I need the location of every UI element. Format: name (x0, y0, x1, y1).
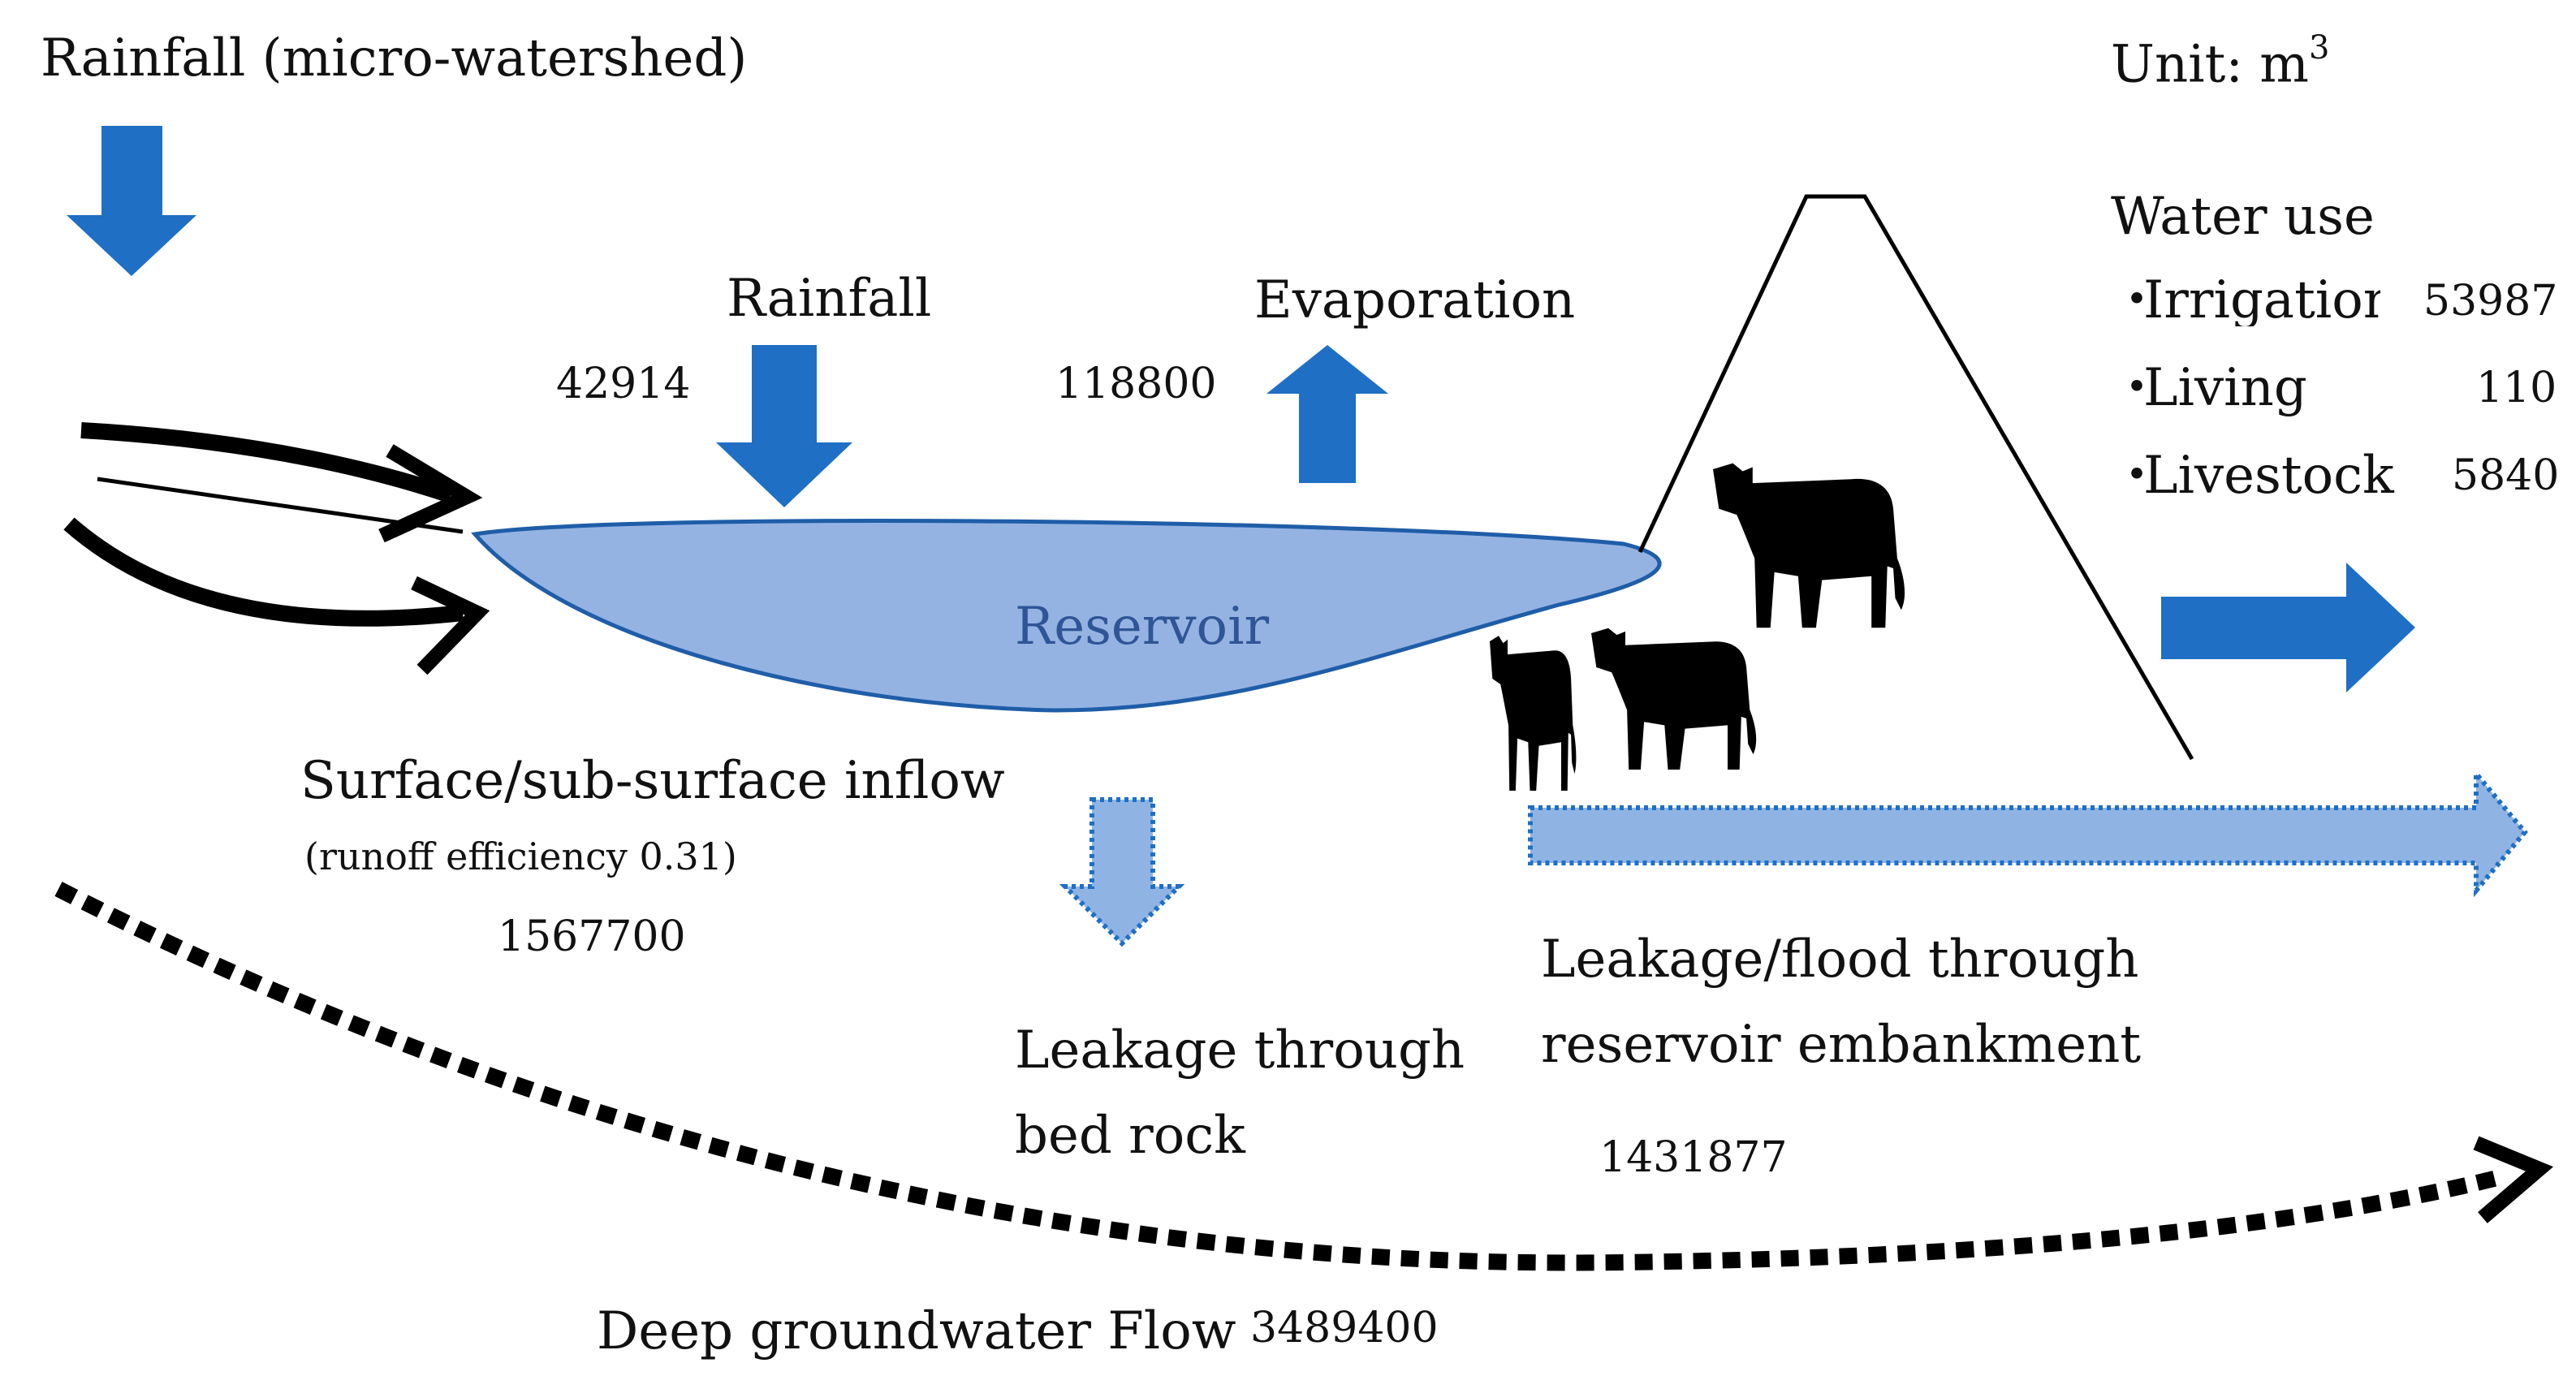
rainfall-label: Rainfall (727, 269, 932, 329)
title: Rainfall (micro-watershed) (41, 28, 748, 88)
water-use-bullet: ・ (2111, 446, 2163, 506)
unit-label: Unit: m3 (2111, 29, 2330, 95)
cow-icon (1591, 628, 1757, 770)
deep-groundwater-label: Deep groundwater Flow (597, 1301, 1236, 1361)
deep-groundwater-value: 3489400 (1250, 1304, 1439, 1352)
bedrock-leakage-label-line2: bed rock (1015, 1106, 1245, 1166)
embankment-shape (1638, 194, 2194, 761)
micro-watershed-rainfall-arrow-icon (67, 126, 196, 276)
inflow-arrows-icon (63, 422, 490, 675)
livestock-value: 5840 (2452, 451, 2560, 500)
inflow-note: (runoff efficiency 0.31) (304, 835, 737, 878)
living-value: 110 (2476, 364, 2557, 412)
evaporation-up-arrow-icon (1266, 345, 1388, 483)
embankment-leakage-arrow-icon (1528, 766, 2528, 898)
embankment-leakage-label-line2: reservoir embankment (1541, 1015, 2142, 1075)
reservoir-label: Reservoir (1015, 597, 1270, 657)
evaporation-value: 118800 (1055, 360, 1217, 408)
water-use-item-irrigation: Irrigation (2143, 274, 2380, 326)
irrigation-value: 53987 (2423, 277, 2558, 326)
bedrock-leakage-arrow-icon (1059, 797, 1185, 947)
deep-groundwater-arrowhead-icon (2473, 1136, 2554, 1223)
water-use-item-living: Living (2143, 358, 2307, 418)
inflow-value: 1567700 (498, 912, 686, 961)
evaporation-label: Evaporation (1254, 270, 1576, 330)
water-use-bullet: ・ (2111, 270, 2163, 330)
rainfall-down-arrow-icon (716, 345, 852, 507)
deep-groundwater-arrow-icon (54, 882, 2503, 1271)
inflow-label: Surface/sub-surface inflow (300, 751, 1005, 811)
bedrock-leakage-label-line1: Leakage through (1015, 1020, 1465, 1081)
cow-icon (1490, 636, 1577, 791)
rainfall-value: 42914 (556, 360, 691, 408)
water-use-right-arrow-icon (2161, 563, 2415, 692)
embankment-leakage-value: 1431877 (1599, 1133, 1788, 1182)
water-use-bullet: ・ (2111, 358, 2163, 418)
cow-icon (1713, 463, 1905, 628)
reservoir-shape (471, 518, 1662, 713)
embankment-leakage-label-line1: Leakage/flood through (1541, 930, 2139, 990)
water-use-item-livestock: Livestock (2143, 446, 2394, 506)
water-use-title: Water use (2111, 187, 2375, 247)
